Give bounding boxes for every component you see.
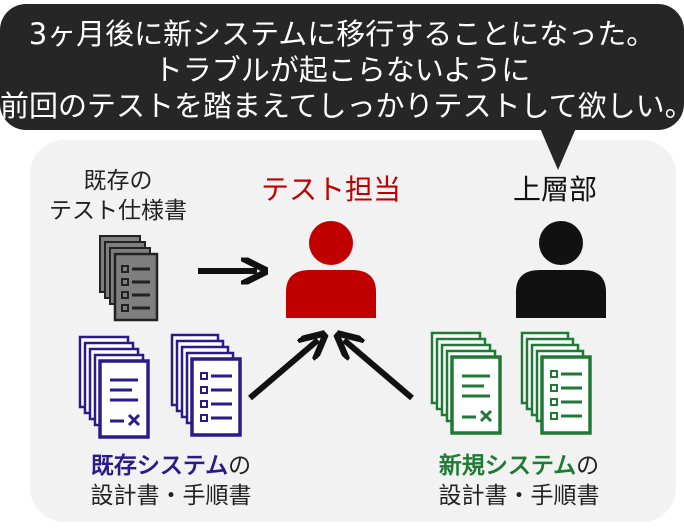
existing-spec-label: 既存の テスト仕様書 bbox=[48, 166, 188, 226]
new-docs-to-tester-arrow-icon bbox=[344, 340, 414, 401]
speech-bubble-tail bbox=[540, 128, 576, 170]
new-system-docs-label: 新規システムの 設計書・手順書 bbox=[414, 451, 624, 511]
old-system-label-highlight: 既存システム bbox=[90, 453, 229, 479]
tester-label: テスト担当 bbox=[260, 173, 401, 206]
old-system-label-line2: 設計書・手順書 bbox=[90, 483, 252, 509]
new-system-label-line2: 設計書・手順書 bbox=[438, 483, 600, 509]
boss-label: 上層部 bbox=[512, 173, 597, 206]
new-system-procedure-doc-stack-icon bbox=[520, 331, 592, 435]
boss-person-icon bbox=[516, 221, 606, 318]
existing-spec-document-stack-icon bbox=[99, 235, 159, 322]
old-system-docs-label: 既存システムの 設計書・手順書 bbox=[66, 451, 276, 511]
speech-bubble: 3ヶ月後に新システムに移行することになった。 トラブルが起こらないように 前回の… bbox=[0, 4, 684, 130]
existing-spec-label-line2: テスト仕様書 bbox=[49, 198, 187, 224]
bubble-line-2: トラブルが起こらないように bbox=[153, 53, 531, 87]
bubble-line-1: 3ヶ月後に新システムに移行することになった。 bbox=[28, 17, 656, 51]
new-system-design-doc-stack-icon bbox=[430, 331, 502, 435]
tester-person-icon bbox=[286, 221, 376, 318]
new-system-label-suffix: の bbox=[576, 453, 600, 479]
old-docs-to-tester-arrow-icon bbox=[248, 340, 318, 401]
new-system-label-highlight: 新規システム bbox=[438, 453, 577, 479]
bubble-line-3: 前回のテストを踏まえてしっかりテストして欲しい。 bbox=[0, 89, 684, 123]
old-system-label-suffix: の bbox=[228, 453, 252, 479]
old-system-procedure-doc-stack-icon bbox=[170, 333, 242, 437]
bubble-text: 3ヶ月後に新システムに移行することになった。 トラブルが起こらないように 前回の… bbox=[0, 16, 684, 124]
old-system-design-doc-stack-icon bbox=[78, 335, 150, 439]
existing-spec-label-line1: 既存の bbox=[83, 168, 153, 194]
